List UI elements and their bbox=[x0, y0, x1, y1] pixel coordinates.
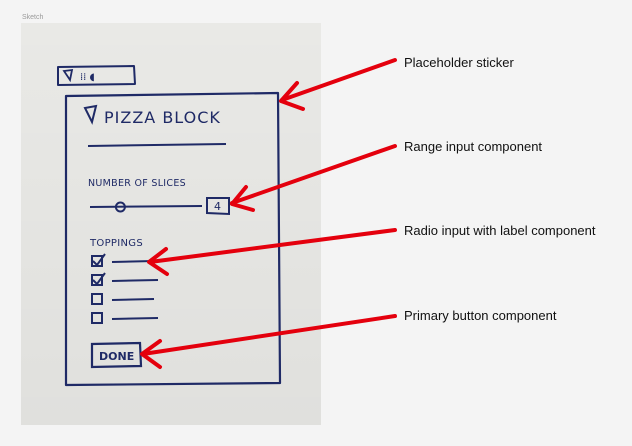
toppings-label: TOPPINGS bbox=[89, 238, 143, 249]
checkmark-icon bbox=[92, 253, 106, 267]
toppings-list bbox=[91, 253, 159, 324]
topping-row[interactable] bbox=[91, 312, 159, 324]
callout-radio-input: Radio input with label component bbox=[404, 223, 596, 238]
slices-range-track[interactable] bbox=[89, 205, 203, 208]
arrow-placeholder-sticker bbox=[279, 58, 397, 111]
sticker-text: ⁞⁞ ◖ bbox=[80, 72, 95, 83]
card-title: PIZZA BLOCK bbox=[104, 108, 221, 127]
topping-row[interactable] bbox=[91, 293, 155, 305]
slices-value: 4 bbox=[214, 200, 221, 213]
done-button-label: DONE bbox=[99, 350, 134, 363]
pizza-slice-icon bbox=[62, 68, 74, 83]
block-card: PIZZA BLOCK NUMBER OF SLICES 4 TOPPINGS … bbox=[64, 91, 282, 387]
arrow-radio-input bbox=[147, 228, 397, 276]
checkmark-icon bbox=[92, 272, 106, 286]
topping-label-line bbox=[111, 298, 155, 301]
topping-label-line bbox=[111, 317, 159, 320]
callout-placeholder-sticker: Placeholder sticker bbox=[404, 55, 514, 70]
slices-label: NUMBER OF SLICES bbox=[88, 178, 186, 189]
callout-range-input: Range input component bbox=[404, 139, 543, 154]
topping-row[interactable] bbox=[91, 253, 155, 267]
slices-range-handle[interactable] bbox=[114, 201, 126, 213]
title-divider bbox=[87, 143, 227, 147]
topping-label-line bbox=[111, 260, 155, 263]
frame-label: Sketch bbox=[22, 14, 44, 21]
topping-checkbox[interactable] bbox=[91, 312, 103, 324]
placeholder-sticker: ⁞⁞ ◖ bbox=[57, 65, 136, 86]
arrow-primary-button bbox=[140, 314, 397, 369]
topping-checkbox[interactable] bbox=[91, 293, 103, 305]
paper-sketch bbox=[21, 23, 321, 425]
slices-value-box[interactable] bbox=[206, 197, 230, 216]
topping-row[interactable] bbox=[91, 272, 159, 286]
arrow-range-input bbox=[230, 144, 397, 212]
topping-label-line bbox=[111, 279, 159, 282]
pizza-slice-icon bbox=[83, 104, 98, 125]
callout-primary-button: Primary button component bbox=[404, 308, 557, 323]
done-button[interactable] bbox=[90, 341, 143, 369]
